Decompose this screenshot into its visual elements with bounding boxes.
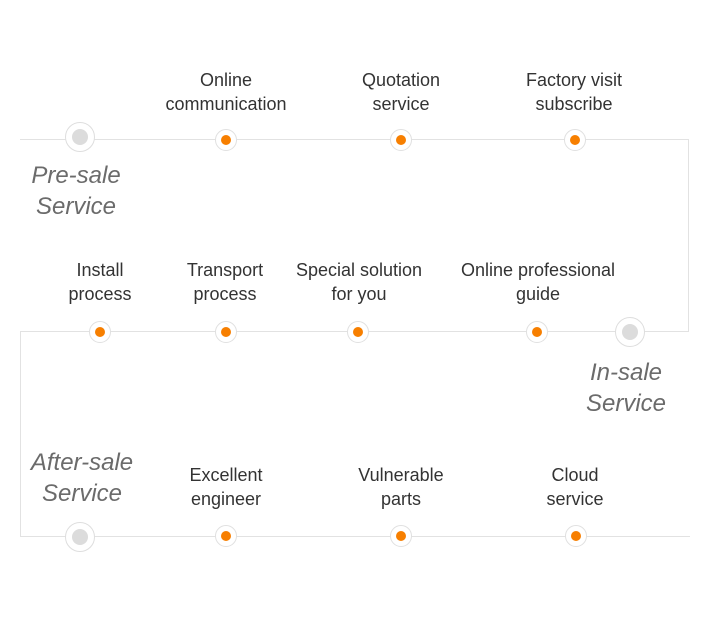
step-dot: [526, 321, 548, 343]
step-dot: [215, 129, 237, 151]
in-sale-title: In-sale Service: [585, 359, 667, 417]
after-sale-title: After-sale Service: [30, 449, 134, 507]
pre-sale-node: [65, 122, 95, 152]
step-label: Quotation service: [361, 70, 441, 114]
pre-sale-title: Pre-sale Service: [31, 162, 121, 220]
step-dot: [89, 321, 111, 343]
step-label: Install process: [68, 260, 132, 304]
step-dot: [390, 525, 412, 547]
step-label: Factory visit subscribe: [525, 70, 622, 114]
left-connector: [20, 331, 21, 537]
row1-line: [20, 139, 689, 140]
right-connector: [688, 139, 689, 332]
step-dot: [565, 525, 587, 547]
step-dot: [215, 321, 237, 343]
step-label: Special solution for you: [295, 260, 423, 304]
step-dot: [347, 321, 369, 343]
step-dot: [564, 129, 586, 151]
in-sale-node: [615, 317, 645, 347]
step-dot: [390, 129, 412, 151]
step-label: Transport process: [186, 260, 264, 304]
row3-line: [20, 536, 690, 537]
step-label: Online communication: [165, 70, 287, 114]
step-label: Online professional guide: [460, 260, 616, 304]
step-dot: [215, 525, 237, 547]
step-label: Cloud service: [546, 465, 604, 509]
step-label: Excellent engineer: [189, 465, 263, 509]
after-sale-node: [65, 522, 95, 552]
step-label: Vulnerable parts: [358, 465, 444, 509]
